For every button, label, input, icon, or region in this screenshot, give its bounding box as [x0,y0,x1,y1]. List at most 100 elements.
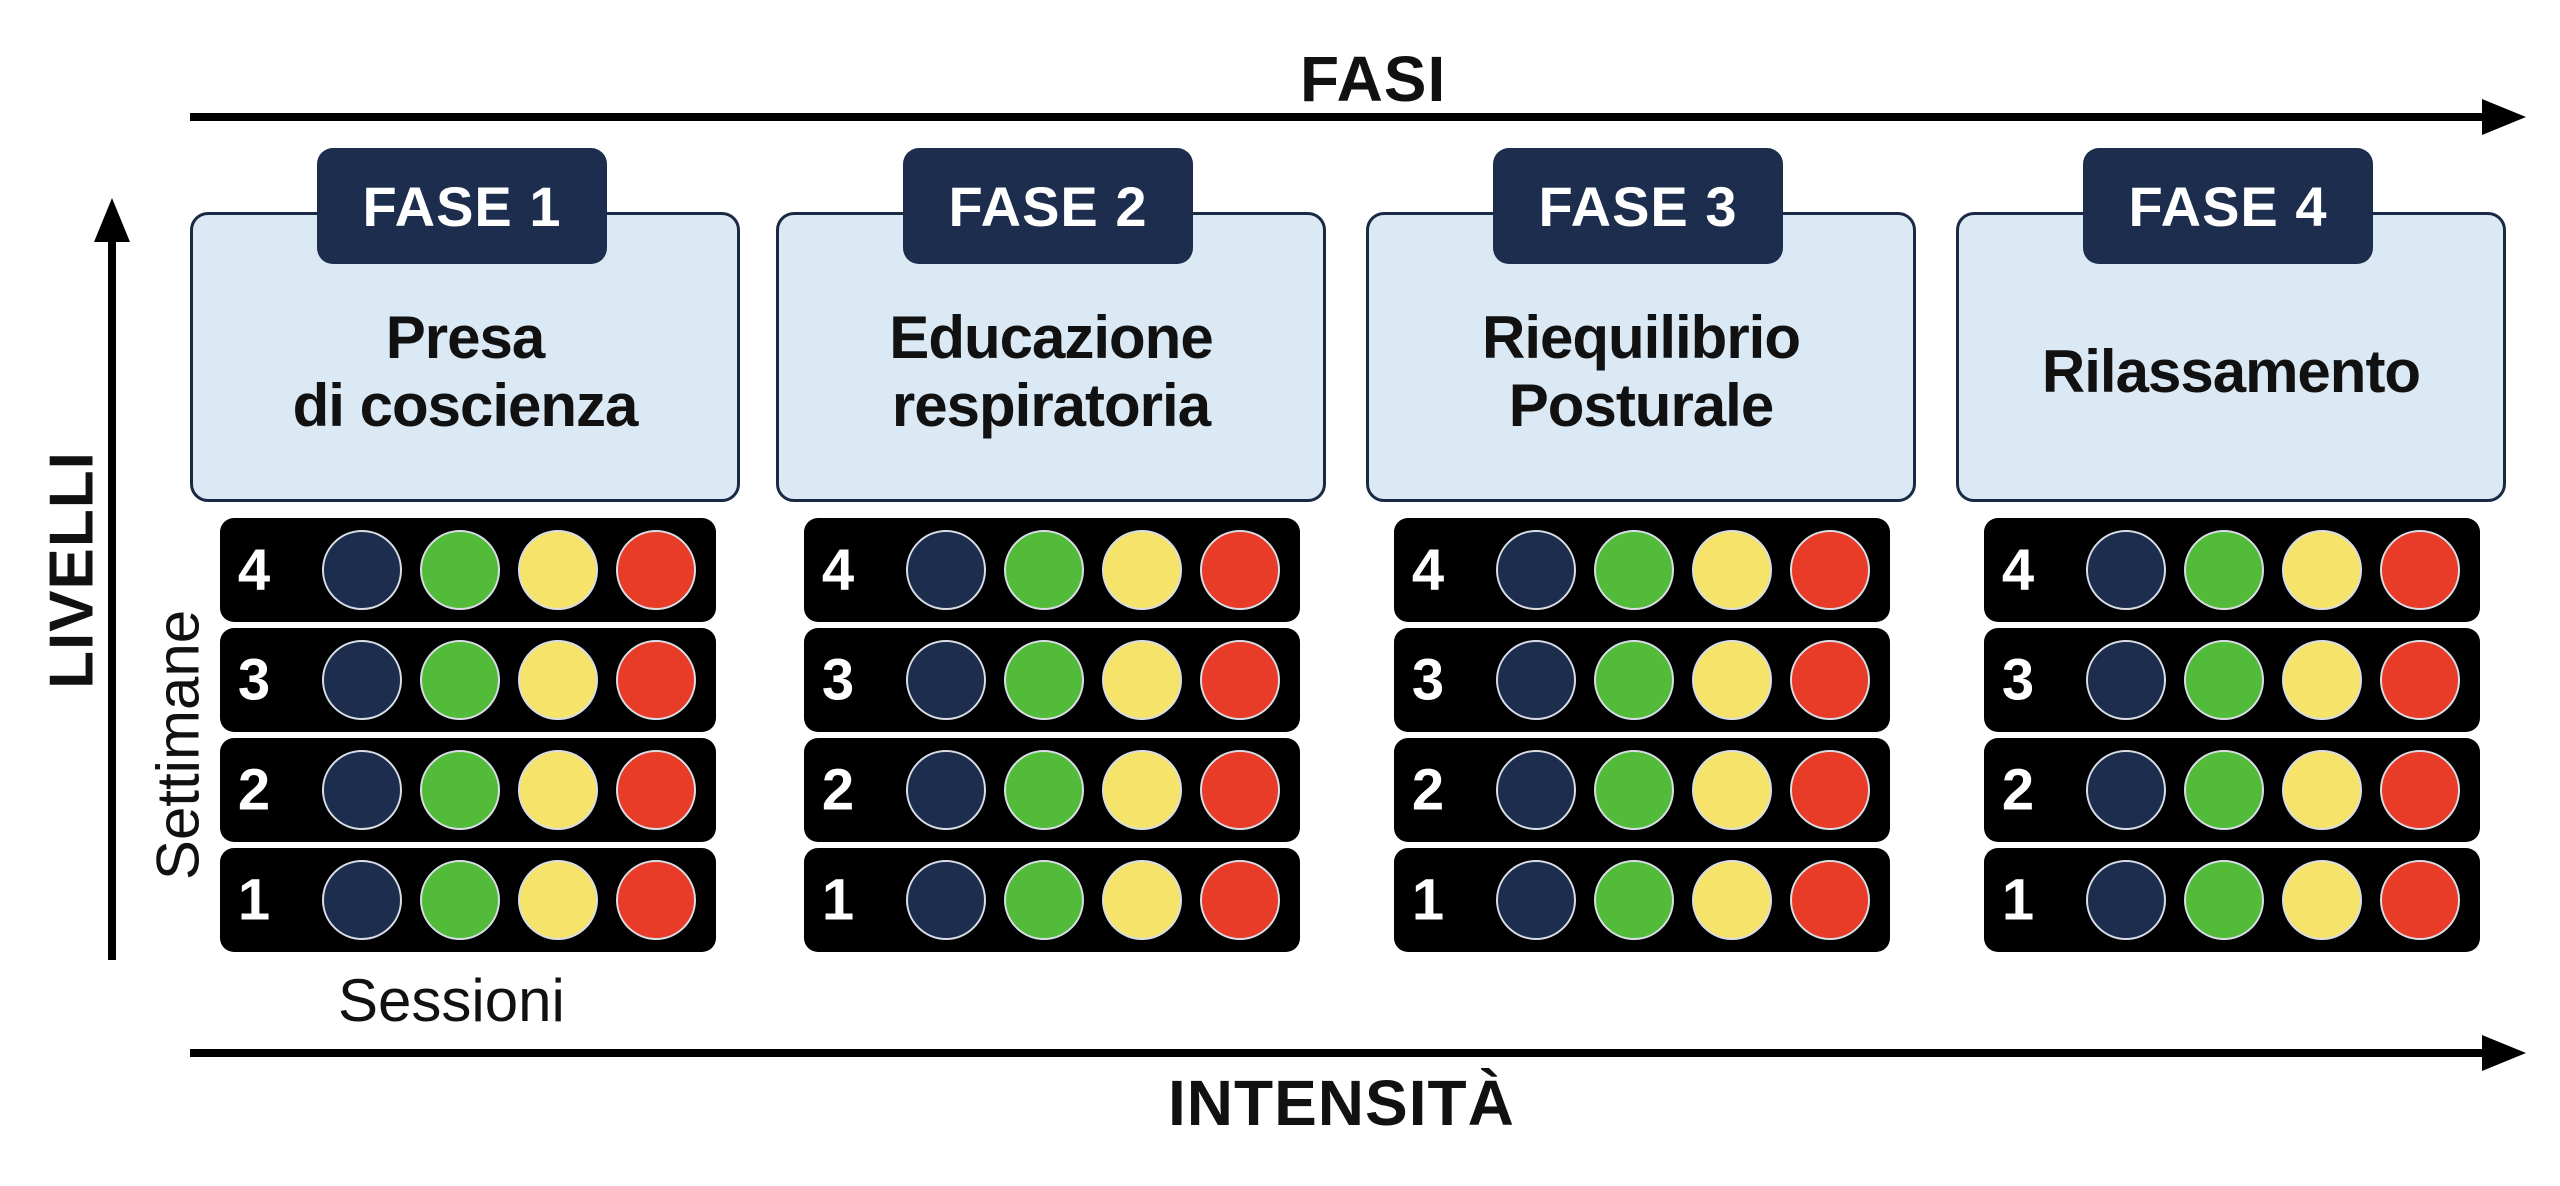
settimane-label: Settimane [144,609,212,881]
navy-circle-icon [2086,750,2166,830]
green-circle-icon [2184,640,2264,720]
yellow-circle-icon [2282,860,2362,940]
yellow-circle-icon [1692,750,1772,830]
green-circle-icon [420,640,500,720]
level-number: 4 [2001,537,2035,603]
red-circle-icon [1200,640,1280,720]
green-circle-icon [1004,530,1084,610]
yellow-circle-icon [1102,640,1182,720]
level-row: 4 [1984,518,2480,622]
phase-name-2: Educazione respiratoria [889,304,1213,439]
navy-circle-icon [2086,860,2166,940]
level-row: 2 [220,738,716,842]
yellow-circle-icon [518,860,598,940]
level-row: 1 [1984,848,2480,952]
navy-circle-icon [1496,750,1576,830]
livelli-title: LIVELLI [37,451,107,689]
level-row: 1 [220,848,716,952]
phase-tab-1: FASE 1 [317,148,607,264]
green-circle-icon [2184,530,2264,610]
level-number: 2 [1411,757,1445,823]
red-circle-icon [1790,750,1870,830]
green-circle-icon [420,860,500,940]
level-row: 4 [220,518,716,622]
level-row: 2 [1394,738,1890,842]
livelli-arrowhead-icon [94,198,130,242]
sessioni-label: Sessioni [338,967,565,1034]
level-row: 1 [1394,848,1890,952]
yellow-circle-icon [518,530,598,610]
fasi-title: FASI [1300,43,1447,115]
level-row: 1 [804,848,1300,952]
level-row: 4 [1394,518,1890,622]
red-circle-icon [2380,860,2460,940]
level-number: 1 [237,867,271,933]
yellow-circle-icon [1692,530,1772,610]
navy-circle-icon [1496,530,1576,610]
yellow-circle-icon [1102,860,1182,940]
livelli-arrow [108,236,116,960]
level-number: 3 [821,647,855,713]
phase-box-3: Riequilibrio Posturale [1366,212,1916,502]
red-circle-icon [2380,530,2460,610]
navy-circle-icon [906,860,986,940]
red-circle-icon [616,640,696,720]
red-circle-icon [2380,750,2460,830]
intensita-arrowhead-icon [2482,1035,2526,1071]
yellow-circle-icon [1692,860,1772,940]
level-number: 2 [2001,757,2035,823]
navy-circle-icon [2086,530,2166,610]
red-circle-icon [616,530,696,610]
green-circle-icon [420,530,500,610]
navy-circle-icon [322,860,402,940]
intensita-title: INTENSITÀ [1168,1067,1515,1139]
level-number: 1 [2001,867,2035,933]
red-circle-icon [1790,530,1870,610]
navy-circle-icon [1496,860,1576,940]
level-number: 3 [2001,647,2035,713]
level-row: 2 [1984,738,2480,842]
red-circle-icon [1200,530,1280,610]
phase-name-4: Rilassamento [2041,338,2421,405]
level-number: 2 [821,757,855,823]
yellow-circle-icon [2282,640,2362,720]
green-circle-icon [1594,640,1674,720]
intensita-arrow [190,1049,2490,1057]
level-row: 3 [1984,628,2480,732]
level-number: 3 [1411,647,1445,713]
yellow-circle-icon [2282,530,2362,610]
green-circle-icon [1004,750,1084,830]
navy-circle-icon [906,530,986,610]
level-row: 4 [804,518,1300,622]
green-circle-icon [1594,530,1674,610]
yellow-circle-icon [518,640,598,720]
level-number: 4 [1411,537,1445,603]
navy-circle-icon [906,750,986,830]
navy-circle-icon [906,640,986,720]
phase-tab-2: FASE 2 [903,148,1193,264]
phase-name-1: Presa di coscienza [292,304,639,439]
green-circle-icon [1004,640,1084,720]
level-row: 2 [804,738,1300,842]
yellow-circle-icon [1102,750,1182,830]
red-circle-icon [1790,860,1870,940]
red-circle-icon [616,860,696,940]
red-circle-icon [1200,860,1280,940]
phase-name-3: Riequilibrio Posturale [1482,304,1801,439]
level-number: 4 [821,537,855,603]
yellow-circle-icon [518,750,598,830]
level-row: 3 [220,628,716,732]
red-circle-icon [2380,640,2460,720]
fasi-arrow [190,113,2490,121]
level-row: 3 [1394,628,1890,732]
phase-tab-4: FASE 4 [2083,148,2373,264]
level-number: 3 [237,647,271,713]
green-circle-icon [420,750,500,830]
navy-circle-icon [322,640,402,720]
green-circle-icon [2184,860,2264,940]
red-circle-icon [1200,750,1280,830]
red-circle-icon [616,750,696,830]
level-number: 1 [821,867,855,933]
navy-circle-icon [2086,640,2166,720]
green-circle-icon [1004,860,1084,940]
